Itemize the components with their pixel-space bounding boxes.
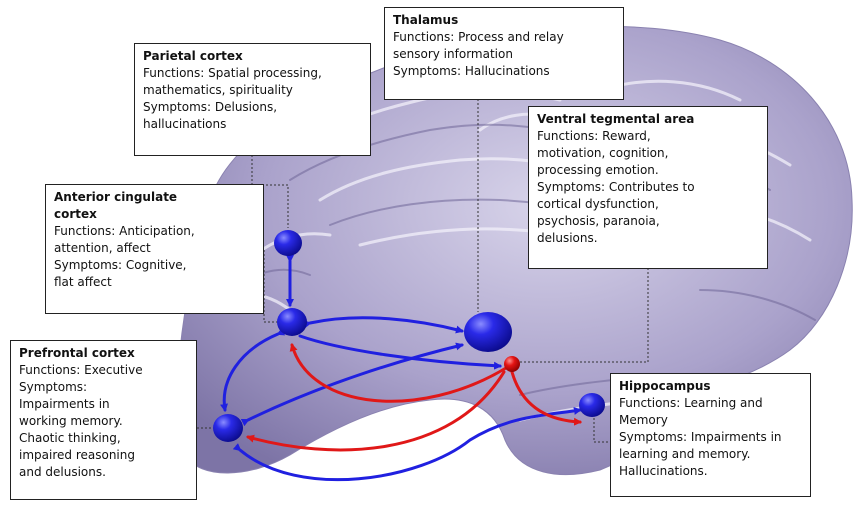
- parietal-line-1: Functions: Spatial processing,: [143, 65, 362, 82]
- vta-line-7: delusions.: [537, 230, 759, 247]
- prefrontal-title: Prefrontal cortex: [19, 345, 188, 362]
- thalamus-label: Thalamus Functions: Process and relay se…: [384, 7, 624, 100]
- prefrontal-line-1: Functions: Executive: [19, 362, 188, 379]
- thalamus-line-3: Symptoms: Hallucinations: [393, 63, 615, 80]
- hippocampus-line-5: Hallucinations.: [619, 463, 802, 480]
- parietal-line-2: mathematics, spirituality: [143, 82, 362, 99]
- acc-title: Anterior cingulate: [54, 189, 255, 206]
- hippocampus-node: [579, 393, 605, 417]
- vta-line-5: cortical dysfunction,: [537, 196, 759, 213]
- vta-line-2: motivation, cognition,: [537, 145, 759, 162]
- acc-line-1: Functions: Anticipation,: [54, 223, 255, 240]
- hippocampus-line-2: Memory: [619, 412, 802, 429]
- vta-line-6: psychosis, paranoia,: [537, 213, 759, 230]
- vta-line-1: Functions: Reward,: [537, 128, 759, 145]
- vta-line-3: processing emotion.: [537, 162, 759, 179]
- vta-label: Ventral tegmental area Functions: Reward…: [528, 106, 768, 269]
- thalamus-title: Thalamus: [393, 12, 615, 29]
- thalamus-line-1: Functions: Process and relay: [393, 29, 615, 46]
- prefrontal-cortex-label: Prefrontal cortex Functions: Executive S…: [10, 340, 197, 500]
- acc-label: Anterior cingulate cortex Functions: Ant…: [45, 184, 264, 314]
- acc-line-3: Symptoms: Cognitive,: [54, 257, 255, 274]
- parietal-line-3: Symptoms: Delusions,: [143, 99, 362, 116]
- vta-title: Ventral tegmental area: [537, 111, 759, 128]
- vta-line-4: Symptoms: Contributes to: [537, 179, 759, 196]
- parietal-cortex-label: Parietal cortex Functions: Spatial proce…: [134, 43, 371, 156]
- thalamus-node: [464, 312, 512, 352]
- hippocampus-title: Hippocampus: [619, 378, 802, 395]
- acc-node: [277, 308, 307, 336]
- prefrontal-line-7: and delusions.: [19, 464, 188, 481]
- parietal-title: Parietal cortex: [143, 48, 362, 65]
- prefrontal-line-3: Impairments in: [19, 396, 188, 413]
- prefrontal-line-2: Symptoms:: [19, 379, 188, 396]
- parietal-line-4: hallucinations: [143, 116, 362, 133]
- vta-node: [504, 356, 520, 372]
- hippocampus-line-4: learning and memory.: [619, 446, 802, 463]
- thalamus-line-2: sensory information: [393, 46, 615, 63]
- prefrontal-line-4: working memory.: [19, 413, 188, 430]
- hippocampus-line-3: Symptoms: Impairments in: [619, 429, 802, 446]
- hippocampus-line-1: Functions: Learning and: [619, 395, 802, 412]
- prefrontal-line-5: Chaotic thinking,: [19, 430, 188, 447]
- prefrontal-line-6: impaired reasoning: [19, 447, 188, 464]
- parietal-node: [274, 230, 302, 256]
- acc-line-4: flat affect: [54, 274, 255, 291]
- acc-title-2: cortex: [54, 206, 255, 223]
- acc-line-2: attention, affect: [54, 240, 255, 257]
- hippocampus-label: Hippocampus Functions: Learning and Memo…: [610, 373, 811, 497]
- prefrontal-node: [213, 414, 243, 442]
